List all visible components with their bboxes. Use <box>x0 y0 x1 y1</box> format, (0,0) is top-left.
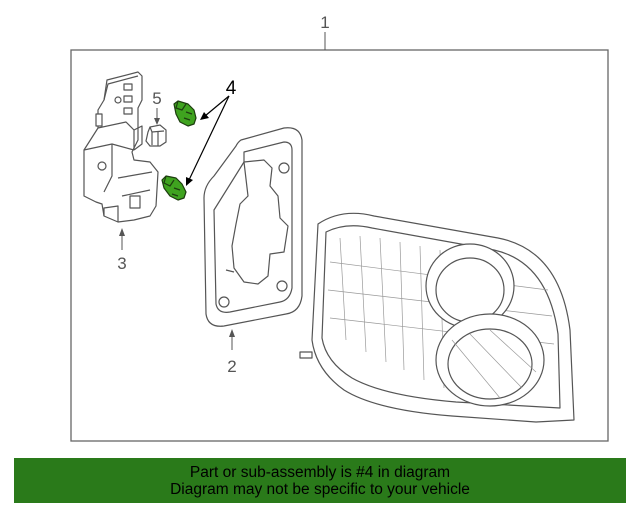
bulb-lower <box>161 175 187 201</box>
callout-4-arrowhead-b <box>186 177 193 186</box>
banner-line-2: Diagram may not be specific to your vehi… <box>170 480 470 498</box>
callout-2-arrowhead <box>229 329 235 337</box>
callout-1-label: 1 <box>320 13 329 32</box>
callout-4-label: 4 <box>226 78 237 99</box>
bulb-upper <box>173 100 197 127</box>
callout-5-label: 5 <box>152 89 161 108</box>
callout-4-leader-b <box>188 95 230 181</box>
callout-3-label: 3 <box>117 254 126 273</box>
callout-4-arrowhead-a <box>200 112 209 120</box>
callout-2-label: 2 <box>227 357 236 376</box>
diagram-frame <box>70 49 609 442</box>
tail-lamp-lens <box>299 212 575 423</box>
parts-diagram: 1 3 5 <box>70 13 609 442</box>
nut-part <box>145 124 167 147</box>
part-info-banner: Part or sub-assembly is #4 in diagram Di… <box>14 458 626 503</box>
callout-3-arrowhead <box>119 228 125 236</box>
gasket <box>203 127 303 327</box>
callout-4-leader-a <box>204 95 230 117</box>
banner-line-1: Part or sub-assembly is #4 in diagram <box>189 463 451 481</box>
callout-5-arrowhead <box>154 118 160 125</box>
bulb-socket-housing <box>83 71 159 223</box>
